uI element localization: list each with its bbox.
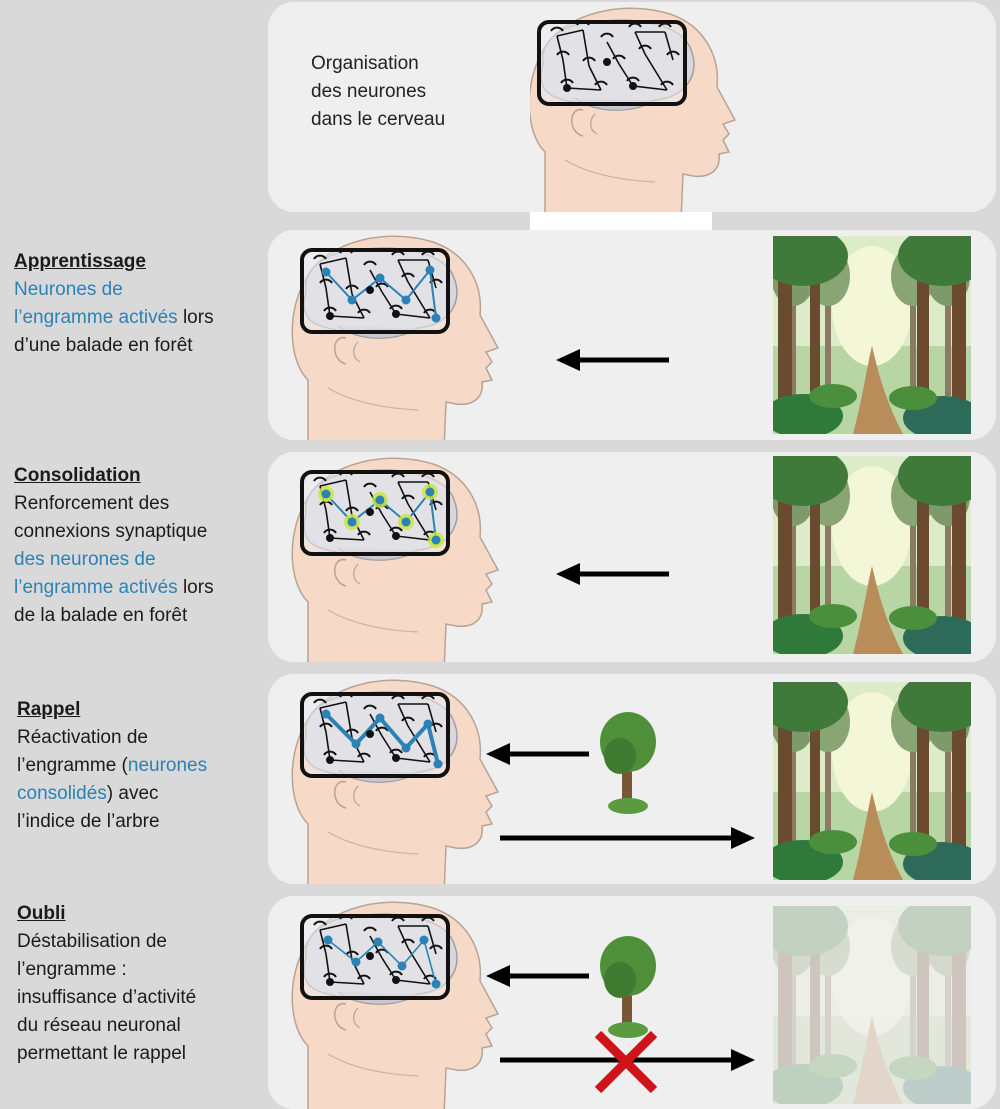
arrow-left-icon (556, 349, 669, 371)
head-illustration-consolidation (291, 457, 500, 662)
arrow-right-icon (500, 827, 755, 849)
stage-title-oubli: Oubli (17, 903, 66, 924)
stage-rappel-text: Rappel Réactivation de l’engramme (neuro… (17, 696, 207, 836)
stage-consolidation-line-1: Renforcement des (14, 493, 170, 514)
stage-title-consolidation: Consolidation (14, 465, 141, 486)
arrow-left-icon (486, 743, 589, 765)
stage-consolidation-line-2: connexions synaptique (14, 521, 208, 542)
stage-consolidation-line-4-blue: l’engramme activés (14, 577, 178, 598)
stage-oubli-line-5: permettant le rappel (17, 1043, 186, 1064)
intro-line-3: dans le cerveau (311, 109, 446, 130)
stage-apprentissage-text: Apprentissage Neurones de l’engramme act… (14, 248, 214, 360)
stage-apprentissage-line-1: Neurones de (14, 279, 123, 300)
stage-oubli-text: Oubli Déstabilisation de l’engramme : in… (17, 900, 196, 1068)
stage-oubli-line-3: insuffisance d’activité (17, 987, 197, 1008)
stage-apprentissage-line-2-rest: lors (177, 307, 214, 328)
head-illustration-oubli (291, 901, 500, 1109)
stage-rappel-line-3-rest: ) avec (106, 783, 159, 804)
stage-oubli-line-1: Déstabilisation de (17, 931, 167, 952)
stage-consolidation-line-4-rest: lors (177, 577, 214, 598)
stage-oubli-line-4: du réseau neuronal (17, 1015, 181, 1036)
stage-panel-oubli (268, 896, 996, 1109)
stage-title-rappel: Rappel (17, 699, 81, 720)
stage-panel-rappel (268, 674, 996, 884)
tree-cue-icon (600, 712, 656, 814)
cross-icon (594, 1030, 658, 1094)
stage-rappel-line-2-blue: neurones (127, 755, 208, 776)
stage-consolidation-line-5: de la balade en forêt (14, 605, 188, 626)
stage-apprentissage-line-2-blue: l’engramme activés (14, 307, 178, 328)
head-illustration-rappel (291, 679, 500, 884)
forest-image-faded (773, 906, 971, 1104)
intro-caption: Organisation des neurones dans le cervea… (311, 50, 445, 134)
stage-consolidation-text: Consolidation Renforcement des connexion… (14, 462, 214, 630)
tree-cue-icon (600, 936, 656, 1038)
arrow-right-icon (500, 1049, 755, 1071)
stage-rappel-line-4: l’indice de l’arbre (17, 811, 160, 832)
head-illustration-apprentissage (291, 235, 500, 440)
stage-consolidation-line-3: des neurones de (14, 549, 156, 570)
stage-panel-apprentissage (268, 230, 996, 440)
stage-panel-consolidation (268, 452, 996, 662)
panel-connector (530, 212, 712, 230)
stage-rappel-line-1: Réactivation de (17, 727, 148, 748)
forest-image (773, 682, 971, 880)
stage-rappel-line-3-blue: consolidés (17, 783, 107, 804)
arrow-left-icon (486, 965, 589, 987)
arrow-left-icon (556, 563, 669, 585)
forest-image (773, 456, 971, 654)
intro-line-2: des neurones (311, 81, 427, 102)
stage-title-apprentissage: Apprentissage (14, 251, 146, 272)
forest-image (773, 236, 971, 434)
stage-oubli-line-2: l’engramme : (17, 959, 127, 980)
head-illustration-intro (530, 7, 737, 212)
intro-panel: Organisation des neurones dans le cervea… (268, 2, 996, 212)
stage-rappel-line-2-pre: l’engramme ( (17, 755, 128, 776)
stage-apprentissage-line-3: d’une balade en forêt (14, 335, 193, 356)
intro-line-1: Organisation (311, 53, 419, 74)
